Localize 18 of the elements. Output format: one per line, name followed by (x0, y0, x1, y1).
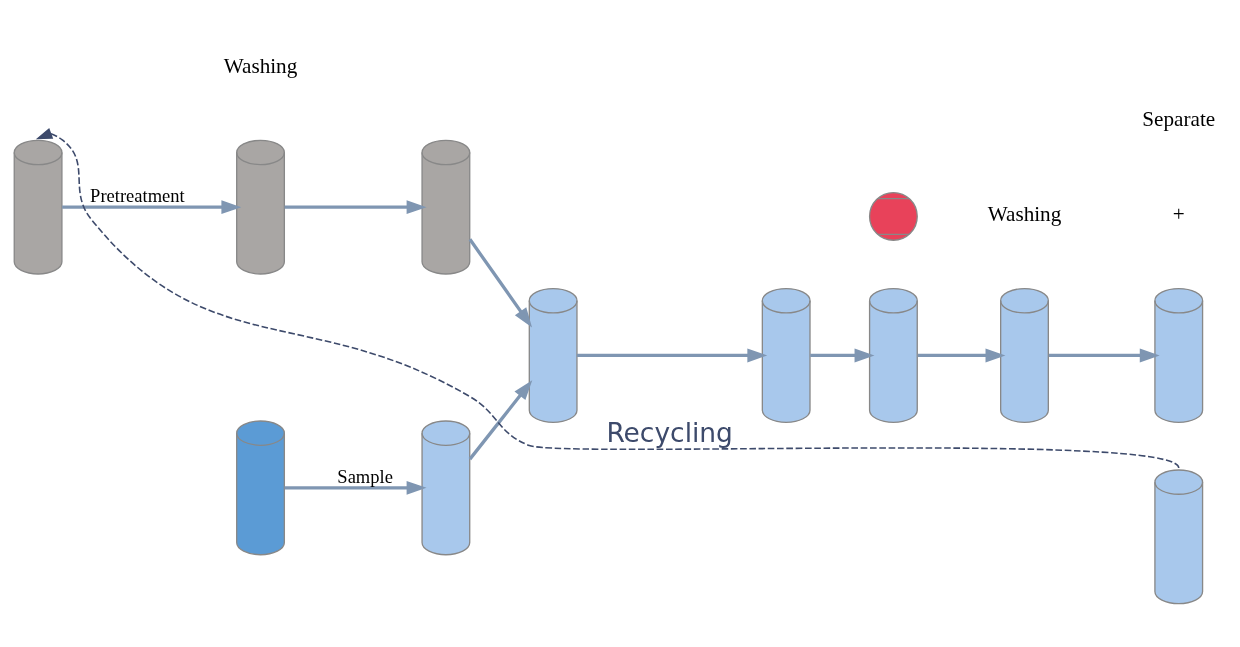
arrow (468, 237, 533, 327)
label: Washing (223, 53, 298, 78)
arrow (917, 347, 1006, 362)
label: Separate (1142, 106, 1216, 131)
node-magnet (868, 191, 918, 241)
arrow (35, 127, 1180, 469)
edge-label: Recycling (606, 416, 733, 448)
arrow (468, 379, 533, 460)
arrow (284, 480, 427, 495)
arrow (1048, 347, 1160, 362)
edge-label: Sample (337, 465, 393, 487)
arrow (62, 199, 242, 214)
arrow (284, 199, 427, 214)
label: Washing (987, 201, 1062, 226)
label: + (1172, 201, 1185, 226)
edge-label: Pretreatment (90, 184, 185, 206)
arrow (810, 347, 875, 362)
arrow (576, 347, 768, 362)
